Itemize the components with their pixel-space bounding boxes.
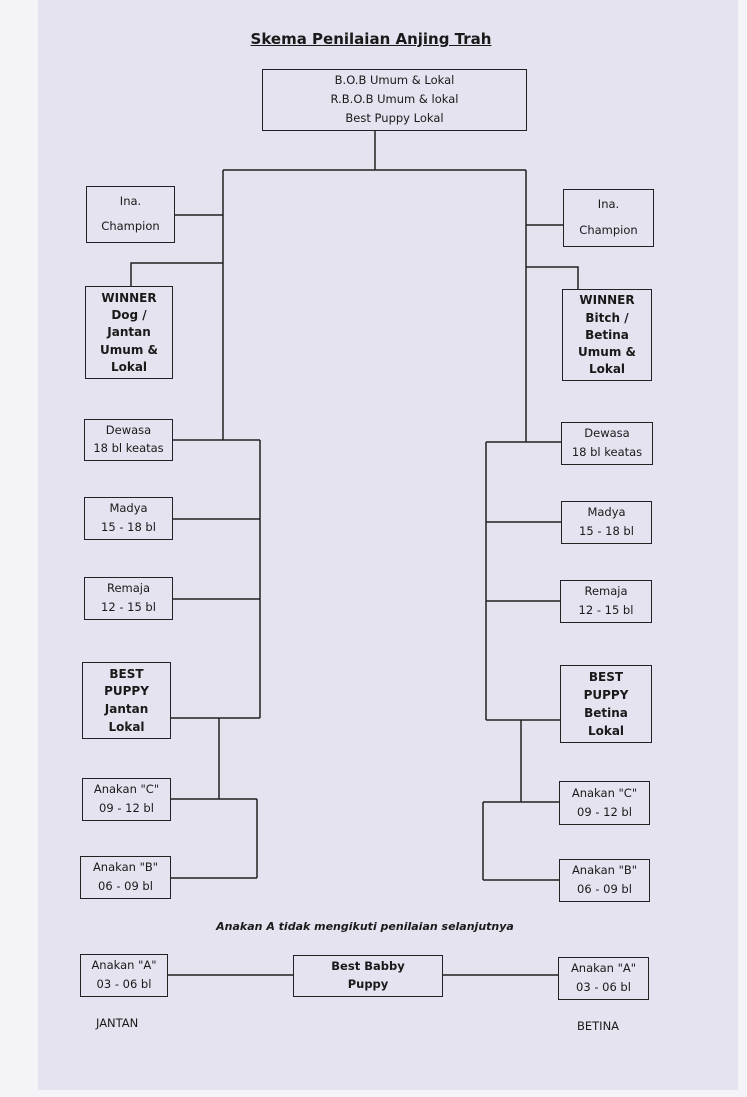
box-line: Champion <box>101 219 160 234</box>
right-ina-champion-box: Ina. Champion <box>563 189 654 247</box>
box-line: Betina <box>584 705 628 720</box>
box-line: 18 bl keatas <box>571 444 643 459</box>
box-line: Remaja <box>584 584 628 599</box>
box-line: Jantan <box>104 702 149 717</box>
right-best-puppy-box: BEST PUPPY Betina Lokal <box>560 665 652 743</box>
right-anakan-a-box: Anakan "A" 03 - 06 bl <box>558 957 649 1000</box>
right-madya-box: Madya 15 - 18 bl <box>561 501 652 544</box>
left-madya-box: Madya 15 - 18 bl <box>84 497 173 540</box>
anakan-a-note: Anakan A tidak mengikuti penilaian selan… <box>216 920 514 933</box>
box-line: Best Babby <box>331 959 405 974</box>
left-anakan-a-box: Anakan "A" 03 - 06 bl <box>80 954 168 997</box>
box-line: 06 - 09 bl <box>98 878 153 893</box>
paper-background <box>38 0 738 1090</box>
box-line: 09 - 12 bl <box>99 800 154 815</box>
left-anakan-b-box: Anakan "B" 06 - 09 bl <box>80 856 171 899</box>
box-line: 18 bl keatas <box>93 441 164 456</box>
connector-right <box>482 170 579 881</box>
left-anakan-c-box: Anakan "C" 09 - 12 bl <box>82 778 171 821</box>
left-remaja-box: Remaja 12 - 15 bl <box>84 577 173 620</box>
box-line: Lokal <box>588 362 626 377</box>
box-line: Madya <box>109 501 148 516</box>
connector-top <box>223 131 526 171</box>
box-line: BEST <box>109 666 144 681</box>
box-line: Ina. <box>597 197 620 212</box>
jantan-label: JANTAN <box>96 1016 139 1030</box>
box-line: Ina. <box>119 193 142 208</box>
best-babby-puppy-box: Best Babby Puppy <box>293 955 443 997</box>
box-line: Anakan "C" <box>93 782 160 797</box>
diagram-title: Skema Penilaian Anjing Trah <box>250 30 492 48</box>
box-line: Dewasa <box>584 426 630 441</box>
box-line: R.B.O.B Umum & lokal <box>330 92 459 107</box>
box-line: 12 - 15 bl <box>578 602 634 617</box>
left-dewasa-box: Dewasa 18 bl keatas <box>84 419 173 461</box>
box-line: 15 - 18 bl <box>579 523 634 538</box>
box-line: B.O.B Umum & Lokal <box>334 73 455 88</box>
box-line: Lokal <box>587 723 625 738</box>
box-line: Anakan "C" <box>571 785 638 800</box>
box-line: 03 - 06 bl <box>96 976 152 991</box>
left-best-puppy-box: BEST PUPPY Jantan Lokal <box>82 662 171 739</box>
box-line: Dog / <box>111 307 147 322</box>
box-line: Lokal <box>108 719 145 734</box>
right-winner-box: WINNER Bitch / Betina Umum & Lokal <box>562 289 652 381</box>
box-line: WINNER <box>579 293 635 308</box>
box-line: Anakan "A" <box>570 961 637 976</box>
right-remaja-box: Remaja 12 - 15 bl <box>560 580 652 623</box>
box-line: Champion <box>579 223 638 238</box>
box-line: Anakan "B" <box>571 863 638 878</box>
box-line: PUPPY <box>583 687 629 702</box>
box-line: Remaja <box>106 581 151 596</box>
box-line: Jantan <box>107 325 151 340</box>
box-line: Anakan "A" <box>91 958 157 973</box>
box-line: Lokal <box>110 360 148 375</box>
box-line: 12 - 15 bl <box>101 599 156 614</box>
box-line: BEST <box>588 669 624 684</box>
box-line: Anakan "B" <box>92 860 159 875</box>
left-winner-box: WINNER Dog / Jantan Umum & Lokal <box>85 286 173 379</box>
connector-left <box>130 170 261 879</box>
box-line: Madya <box>587 505 626 520</box>
box-line: 06 - 09 bl <box>577 881 632 896</box>
box-line: Bitch / <box>585 310 629 325</box>
box-line: 09 - 12 bl <box>577 804 632 819</box>
box-line: Dewasa <box>105 423 152 438</box>
box-line: 15 - 18 bl <box>101 519 156 534</box>
box-line: Umum & <box>100 342 158 357</box>
box-line: WINNER <box>101 290 157 305</box>
box-line: Puppy <box>347 977 389 992</box>
right-dewasa-box: Dewasa 18 bl keatas <box>561 422 653 465</box>
box-line: Umum & <box>578 344 636 359</box>
left-ina-champion-box: Ina. Champion <box>86 186 175 243</box>
betina-label: BETINA <box>577 1019 620 1033</box>
right-anakan-c-box: Anakan "C" 09 - 12 bl <box>559 781 650 825</box>
box-line: PUPPY <box>104 684 149 699</box>
box-line: 03 - 06 bl <box>576 979 631 994</box>
box-line: Betina <box>585 327 629 342</box>
bob-box: B.O.B Umum & Lokal R.B.O.B Umum & lokal … <box>262 69 527 131</box>
right-anakan-b-box: Anakan "B" 06 - 09 bl <box>559 859 650 902</box>
box-line: Best Puppy Lokal <box>345 110 444 125</box>
